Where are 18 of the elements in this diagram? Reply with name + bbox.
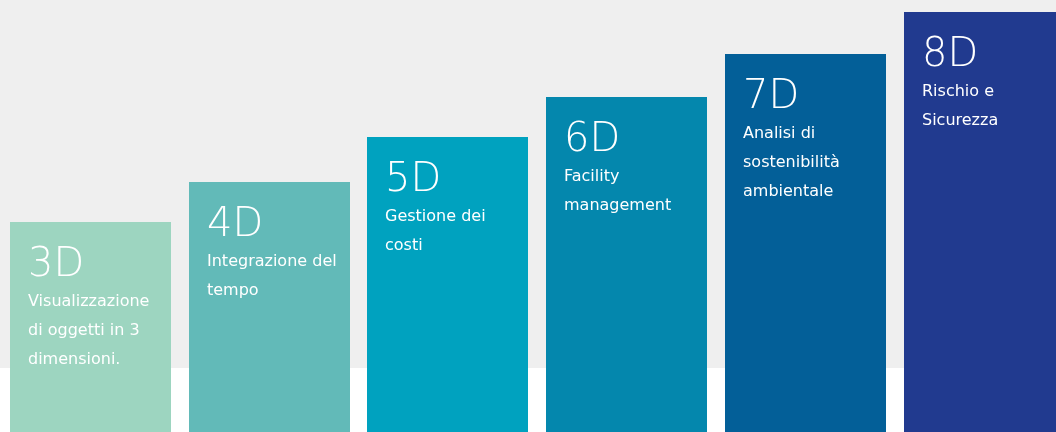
description-text: Integrazione del tempo [207, 250, 338, 301]
step-bar [904, 12, 1056, 432]
step-bar [725, 54, 886, 432]
dimension-heading: 7D [743, 72, 800, 116]
step-bar [189, 182, 350, 432]
description-text: Visualizzazione di oggetti in 3 dimensioni. [28, 290, 151, 370]
step-bar [10, 222, 171, 432]
description-text: Facility management [564, 165, 673, 216]
description-text: Gestione dei costi [385, 205, 487, 256]
step-bar [367, 137, 528, 432]
dimension-heading: 5D [385, 155, 442, 199]
dimension-heading: 3D [28, 240, 85, 284]
description-text: Analisi di sostenibilità ambientale [743, 122, 841, 202]
description-text: Rischio e Sicurezza [922, 80, 1000, 131]
dimension-heading: 4D [207, 200, 264, 244]
dimension-heading: 6D [564, 115, 621, 159]
dimension-heading: 8D [922, 30, 979, 74]
step-bar [546, 97, 707, 432]
